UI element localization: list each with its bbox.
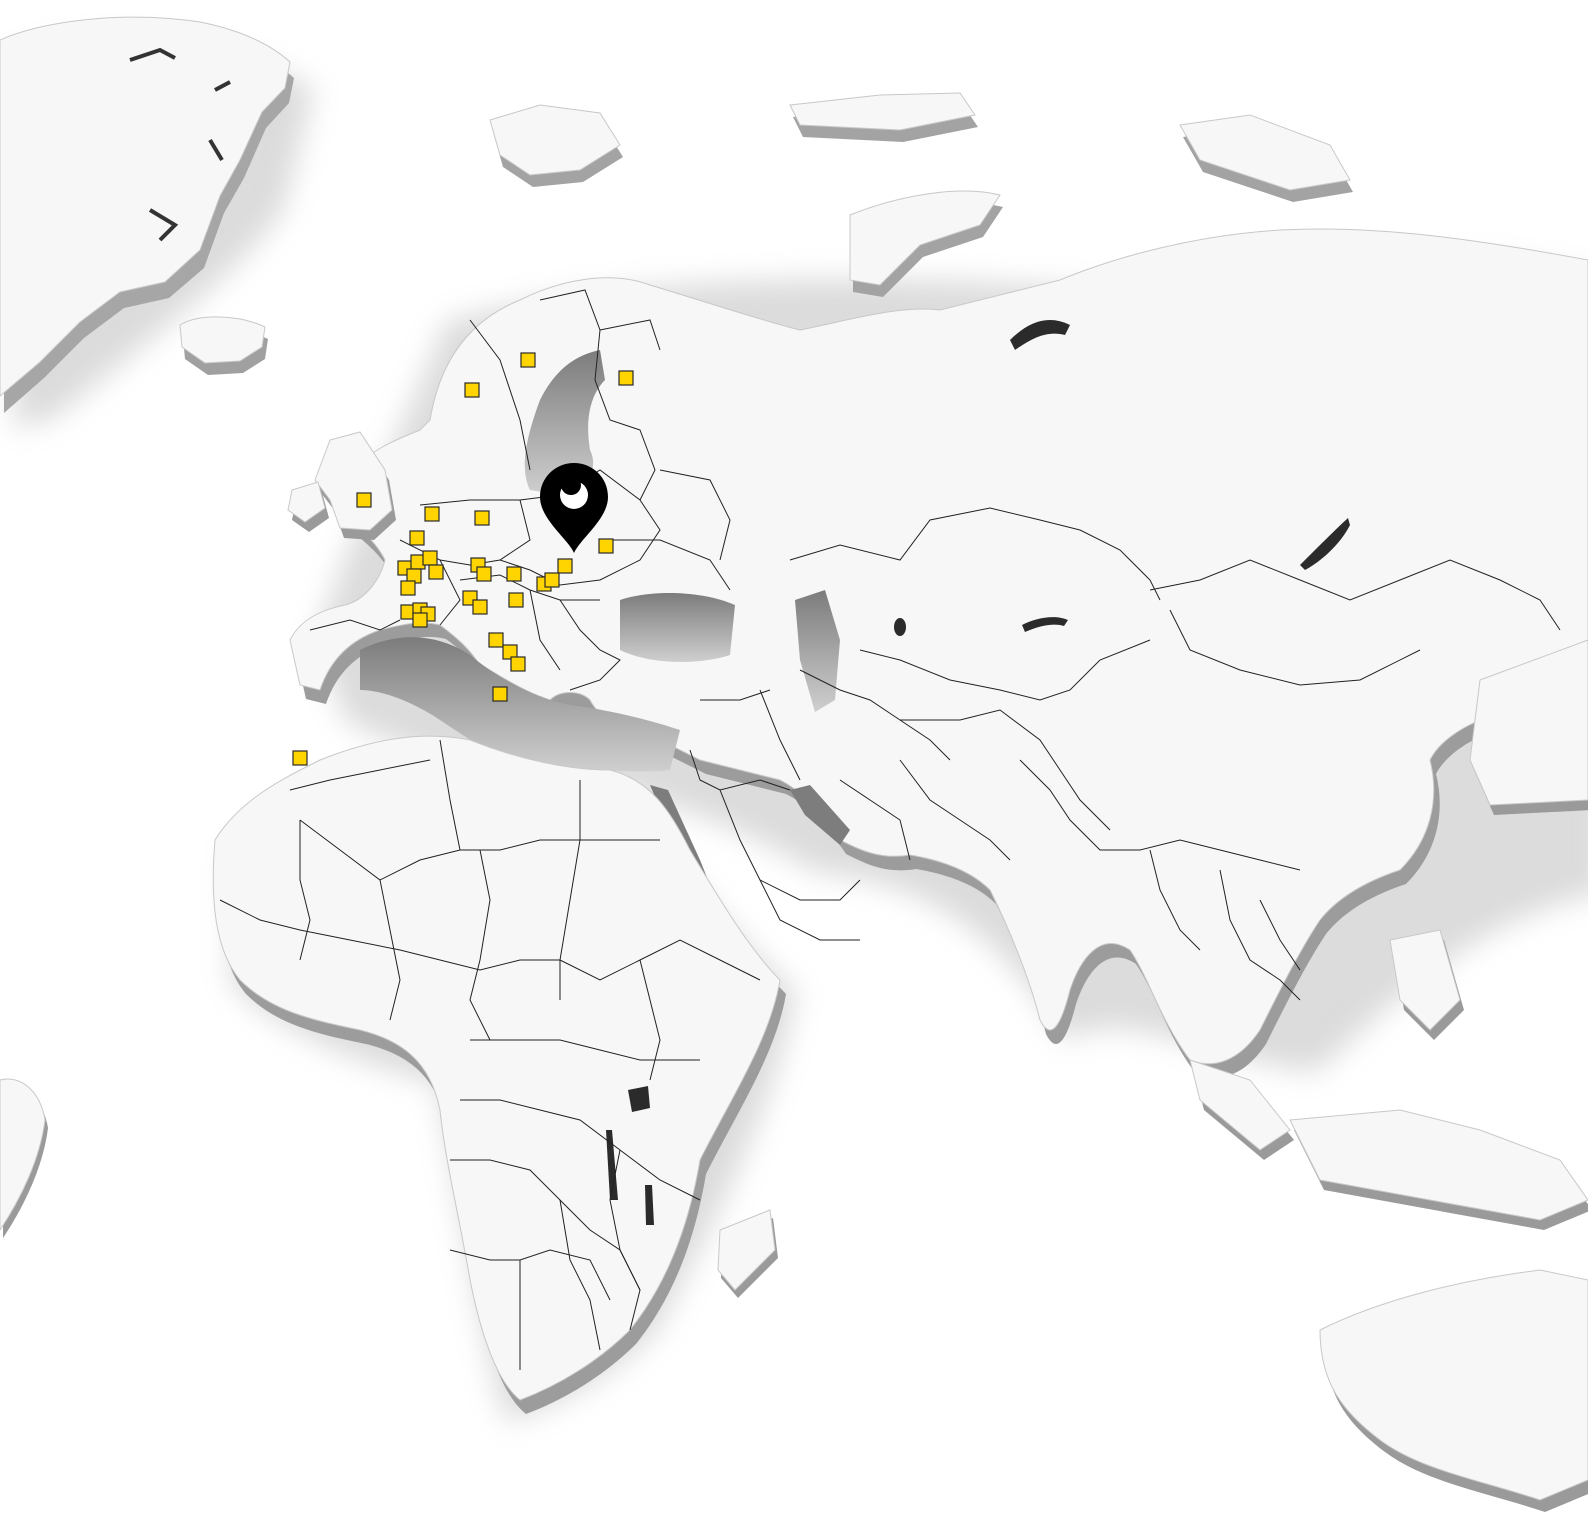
arctic-islands	[489, 92, 1353, 297]
location-markers	[292, 352, 634, 766]
location-marker-m17[interactable]	[557, 558, 573, 574]
location-marker-m25[interactable]	[488, 632, 504, 648]
greenland	[0, 16, 294, 414]
location-marker-m16[interactable]	[506, 566, 522, 582]
location-marker-m4[interactable]	[356, 492, 372, 508]
location-marker-m8[interactable]	[598, 538, 614, 554]
british-isles	[287, 431, 396, 540]
location-marker-m27[interactable]	[510, 656, 526, 672]
lakes	[606, 320, 1350, 1225]
location-marker-m12[interactable]	[428, 564, 444, 580]
location-marker-m32[interactable]	[544, 572, 560, 588]
location-marker-m2[interactable]	[618, 370, 634, 386]
location-marker-m26[interactable]	[502, 644, 518, 660]
location-marker-m29[interactable]	[292, 750, 308, 766]
country-borders	[219, 289, 1561, 1370]
eurasia	[289, 228, 1588, 1078]
location-marker-m19[interactable]	[508, 592, 524, 608]
location-marker-m31[interactable]	[476, 566, 492, 582]
location-marker-m7[interactable]	[409, 530, 425, 546]
location-marker-m21[interactable]	[472, 599, 488, 615]
location-marker-m11[interactable]	[422, 550, 438, 566]
map-pin-icon[interactable]	[540, 463, 608, 553]
asia-islands	[1189, 639, 1588, 1512]
location-marker-m3[interactable]	[464, 382, 480, 398]
location-marker-m30[interactable]	[412, 612, 428, 628]
south-america-edge	[0, 1078, 48, 1238]
location-marker-m14[interactable]	[400, 580, 416, 596]
location-marker-m5[interactable]	[424, 506, 440, 522]
iceland	[179, 316, 268, 375]
africa	[212, 735, 786, 1414]
location-marker-m1[interactable]	[520, 352, 536, 368]
location-marker-m28[interactable]	[492, 686, 508, 702]
location-marker-m6[interactable]	[474, 510, 490, 526]
